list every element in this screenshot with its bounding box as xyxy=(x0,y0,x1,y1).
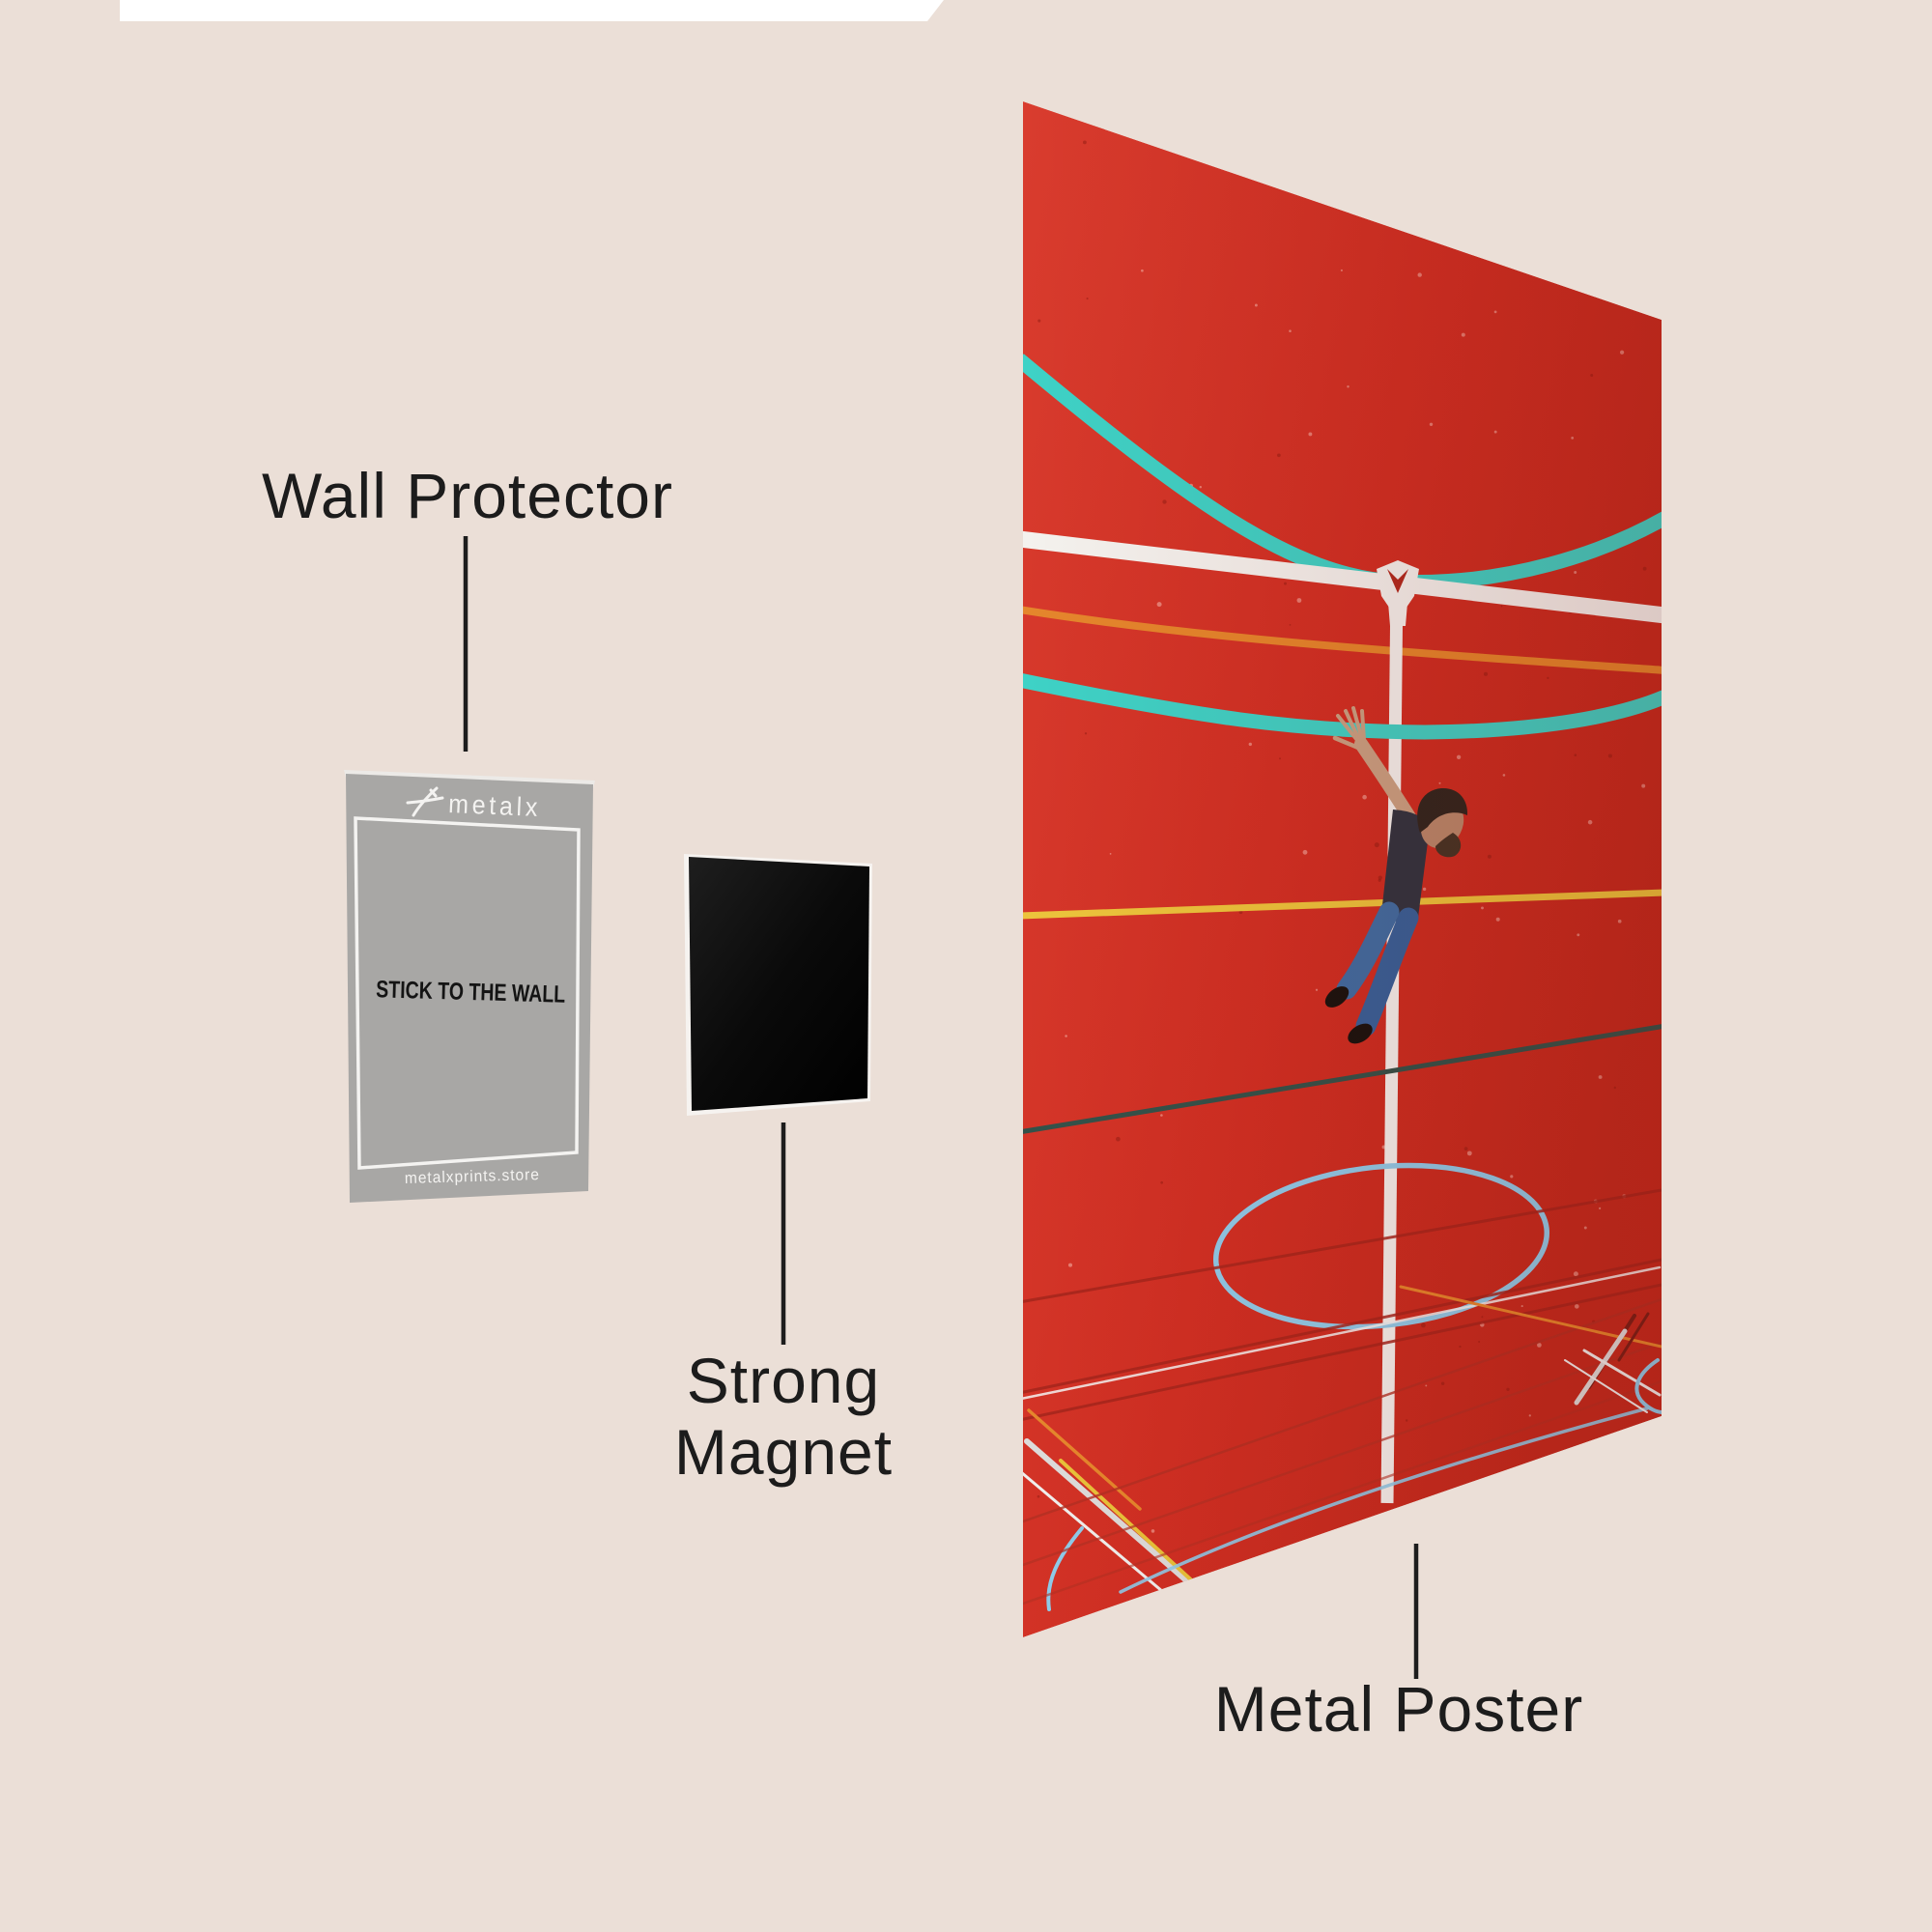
wall-protector-card: metalx STICK TO THE WALL metalxprints.st… xyxy=(344,770,595,1203)
strong-magnet-label-line2: Magnet xyxy=(673,1416,894,1488)
metalx-logo-icon xyxy=(406,786,444,817)
card-website-text: metalxprints.store xyxy=(405,1166,540,1187)
card-brand-text: metalx xyxy=(448,789,542,822)
card-body xyxy=(346,774,593,1203)
card-inner-border xyxy=(354,816,581,1170)
strong-magnet-label: Strong Magnet xyxy=(674,1345,893,1488)
magnet-body xyxy=(689,857,869,1111)
metal-poster-image xyxy=(1023,101,1662,1637)
wall-protector-label: Wall Protector xyxy=(262,460,673,531)
top-wall-strip xyxy=(120,0,944,21)
leader-lines xyxy=(463,536,1419,1679)
strong-magnet-sheet xyxy=(684,854,872,1116)
card-message-text: STICK TO THE WALL xyxy=(376,976,566,1008)
metal-poster-label: Metal Poster xyxy=(1213,1673,1584,1745)
strong-magnet-label-line1: Strong xyxy=(686,1345,881,1416)
poster-vignette xyxy=(1023,101,1662,1637)
